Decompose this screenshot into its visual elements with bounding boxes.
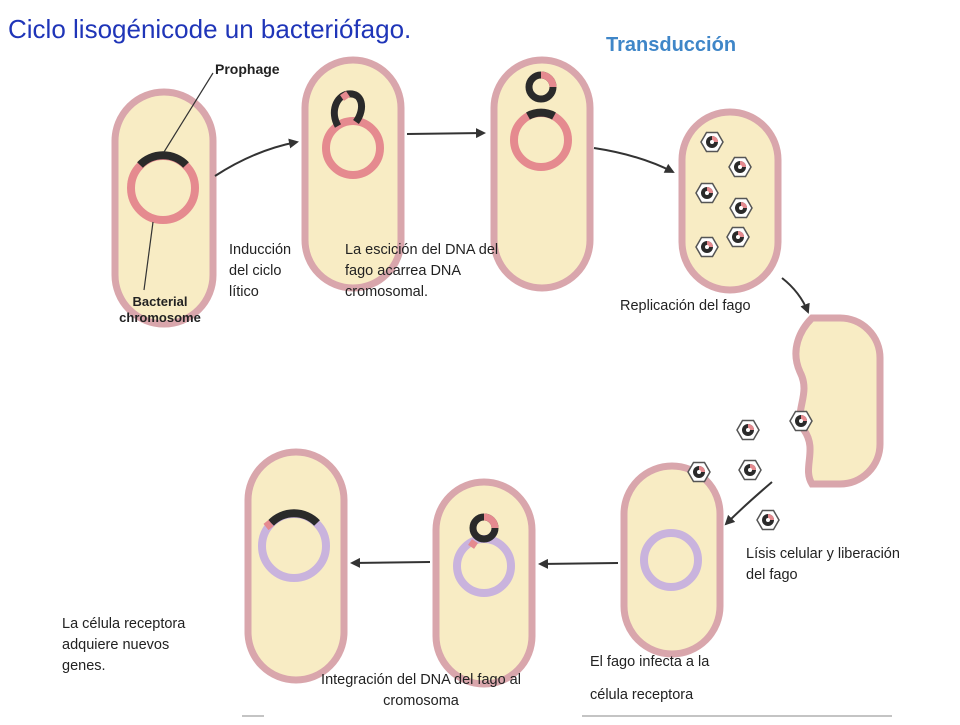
arrow-1 [214, 138, 299, 177]
label-new-genes-line2: adquiere nuevos [62, 637, 170, 653]
cell-induction [301, 56, 405, 292]
cell-lysis [736, 314, 884, 531]
cycle-arrows [214, 128, 810, 569]
label-lysis-line2: del fago [746, 567, 798, 583]
label-lysis-line1: Lísis celular y liberación [746, 546, 900, 562]
page-title: Ciclo lisogénicode un bacteriófago. [8, 14, 412, 44]
bacterial-label-line2: chromosome [119, 310, 201, 325]
cell-prophage: Prophage Bacterial chromosome [111, 61, 280, 328]
label-integration: Integración del DNA del fago al cromosom… [296, 670, 546, 712]
arrow-3 [593, 147, 675, 173]
prophage-pointer [163, 72, 214, 153]
chromosome-pointer [143, 221, 154, 291]
label-new-genes-line1: La célula receptora [62, 616, 186, 632]
label-excision: La escición del DNA del fago acarrea DNA… [345, 240, 498, 303]
label-integration-line2: cromosoma [383, 693, 459, 709]
prophage-label: Prophage [215, 61, 280, 77]
label-infection-line2: célula receptora [590, 687, 694, 703]
label-excision-line1: La escición del DNA del [345, 242, 499, 258]
label-induction-line1: Inducción [229, 242, 292, 258]
page-subtitle: Transducción [606, 34, 737, 56]
label-new-genes-line3: genes. [62, 658, 106, 674]
cell-new-genes [244, 448, 348, 684]
cell-replication [678, 108, 782, 294]
label-induction-line2: del ciclo [229, 263, 282, 279]
label-excision-line2: fago acarrea DNA [345, 263, 462, 279]
cell-integration [432, 478, 536, 688]
cell-infection [620, 461, 724, 658]
arrow-7 [350, 557, 431, 568]
label-new-genes: La célula receptora adquiere nuevos gene… [62, 614, 185, 677]
bacterial-label-line1: Bacterial [133, 294, 188, 309]
label-excision-line3: cromosomal. [345, 284, 428, 300]
arrow-2 [406, 128, 486, 139]
label-infection: El fago infecta a la célula receptora [590, 646, 709, 712]
label-induction: Inducción del ciclo lítico [229, 240, 291, 303]
arrow-5 [724, 481, 773, 526]
label-induction-line3: lítico [229, 284, 259, 300]
label-replication: Replicación del fago [620, 298, 751, 314]
label-integration-line1: Integración del DNA del fago al [321, 672, 521, 688]
arrow-4 [781, 277, 810, 314]
cell-excision [490, 56, 594, 292]
label-lysis: Lísis celular y liberación del fago [746, 544, 900, 586]
arrow-6 [538, 558, 619, 569]
label-infection-line1: El fago infecta a la [590, 654, 710, 670]
